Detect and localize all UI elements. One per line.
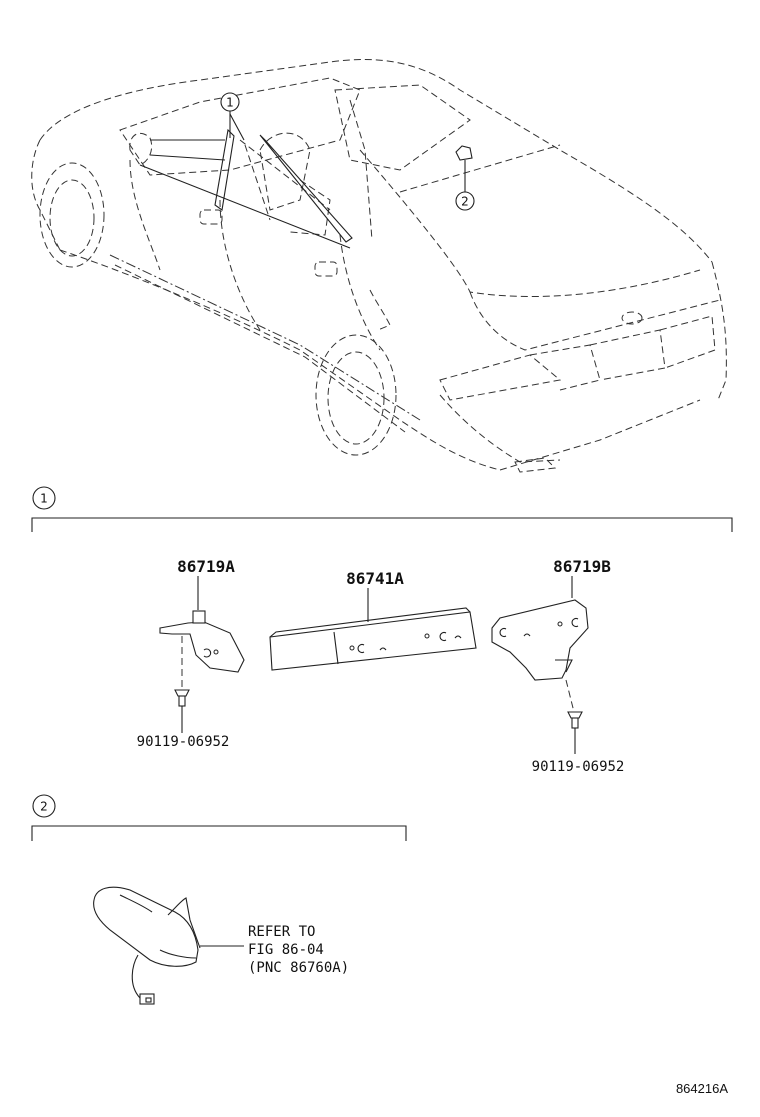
car-callout-1[interactable] (220, 92, 240, 112)
pillar-cover-left-marker (214, 128, 235, 211)
car-illustration: 1 2 (31, 58, 727, 473)
pillar-cover-right-marker (259, 134, 353, 243)
section-2-badge (32, 794, 56, 818)
antenna-note-line1: REFER TO (248, 924, 315, 940)
part-86719b-label[interactable]: 86719B (553, 557, 611, 576)
shark-fin-antenna-part[interactable] (93, 886, 201, 1005)
bracket-right-part[interactable] (491, 599, 589, 681)
pillar-cover-part[interactable] (269, 607, 477, 671)
screw-left-part[interactable] (174, 689, 190, 707)
antenna-note-line2: FIG 86-04 (248, 942, 324, 958)
section-2-bracket (31, 825, 407, 841)
part-90119-06952-left-label[interactable]: 90119-06952 (137, 734, 230, 750)
section-2-number: 2 (40, 800, 48, 814)
part-90119-06952-right-label[interactable]: 90119-06952 (532, 759, 625, 775)
part-86719a-label[interactable]: 86719A (177, 557, 235, 576)
part-86741a-label[interactable]: 86741A (346, 569, 404, 588)
section-1: 1 86719A 90119-06952 86741A (31, 486, 733, 775)
roof-antenna-marker (455, 145, 473, 161)
illustration-code: 864216A (676, 1081, 728, 1096)
car-callout-1-label: 1 (226, 96, 234, 110)
antenna-note-line3: (PNC 86760A) (248, 960, 349, 976)
car-callout-2-label: 2 (461, 195, 469, 209)
section-1-bracket (31, 517, 733, 532)
section-1-badge (32, 486, 56, 510)
bracket-left-part[interactable] (159, 610, 245, 673)
car-callout-2[interactable] (455, 191, 475, 211)
screw-right-part[interactable] (567, 711, 583, 729)
section-1-number: 1 (40, 492, 48, 506)
section-2: 2 REFER TO FIG 86-04 (PNC 86760A) (31, 794, 407, 1005)
